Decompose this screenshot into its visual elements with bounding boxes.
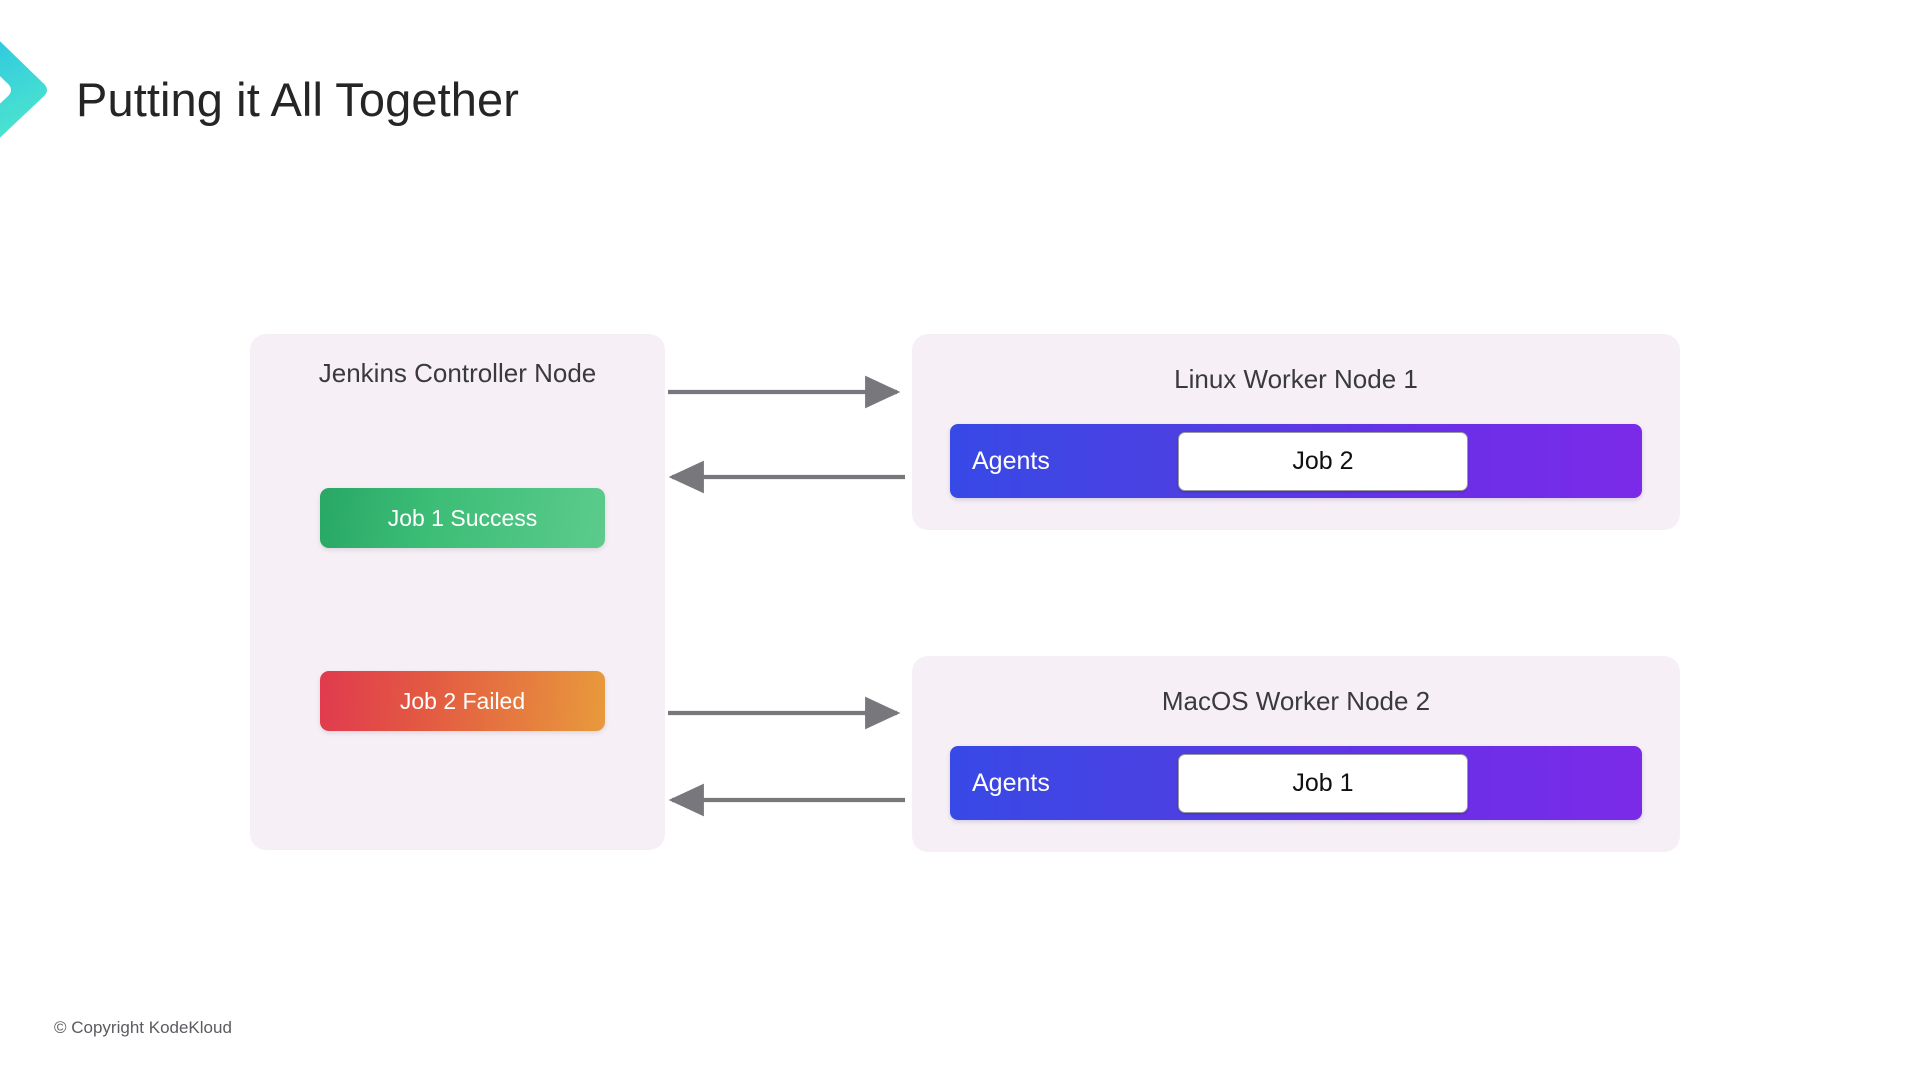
worker-1-agents-bar[interactable]: Agents Job 2 xyxy=(950,424,1642,498)
job-status-badge-failed[interactable]: Job 2 Failed xyxy=(320,671,605,731)
worker-2-agents-label: Agents xyxy=(972,768,1050,797)
linux-worker-node-1-panel: Linux Worker Node 1 Agents Job 2 xyxy=(912,334,1680,530)
worker-2-job-card[interactable]: Job 1 xyxy=(1178,754,1468,813)
worker-2-job-label: Job 1 xyxy=(1292,769,1354,797)
worker-1-job-card[interactable]: Job 2 xyxy=(1178,432,1468,491)
worker-1-panel-title: Linux Worker Node 1 xyxy=(1174,364,1418,394)
job-status-badge-success[interactable]: Job 1 Success xyxy=(320,488,605,548)
chevron-right-logo xyxy=(0,41,47,138)
macos-worker-node-2-panel: MacOS Worker Node 2 Agents Job 1 xyxy=(912,656,1680,852)
worker-1-job-label: Job 2 xyxy=(1292,447,1354,475)
controller-panel-title: Jenkins Controller Node xyxy=(318,358,597,388)
page-title: Putting it All Together xyxy=(76,73,519,126)
jenkins-controller-node-panel: Jenkins Controller Node xyxy=(250,334,665,850)
worker-2-panel-title: MacOS Worker Node 2 xyxy=(1161,686,1431,716)
job-success-label: Job 1 Success xyxy=(387,504,538,531)
job-failed-label: Job 2 Failed xyxy=(399,687,526,714)
worker-1-agents-label: Agents xyxy=(972,446,1050,475)
worker-2-agents-bar[interactable]: Agents Job 1 xyxy=(950,746,1642,820)
footer-copyright: © Copyright KodeKloud xyxy=(54,1018,232,1037)
brand-logo xyxy=(0,8,62,168)
